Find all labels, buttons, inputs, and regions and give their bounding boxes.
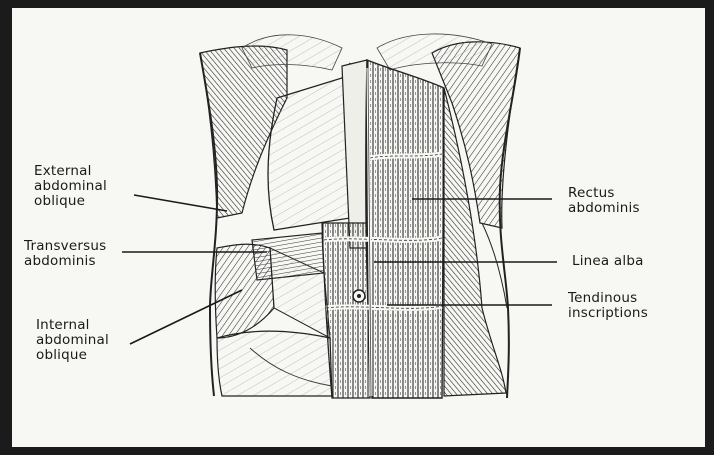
internal-abdominal-oblique	[215, 244, 274, 338]
lower-aponeurosis	[217, 331, 332, 396]
rectus-sheath	[342, 60, 367, 248]
pointer-external-oblique	[134, 195, 227, 211]
label-rectus: Rectus abdominis	[568, 186, 640, 216]
illustration-frame: External abdominal oblique Transversus a…	[12, 8, 705, 447]
abdominal-muscles-drawing	[12, 8, 705, 447]
label-tendinous: Tendinous inscriptions	[568, 291, 648, 321]
rectus-abdominis	[366, 60, 444, 398]
label-transversus: Transversus abdominis	[24, 239, 106, 269]
label-linea-alba: Linea alba	[572, 254, 644, 269]
label-internal-oblique: Internal abdominal oblique	[36, 318, 109, 363]
label-external-oblique: External abdominal oblique	[34, 164, 107, 209]
